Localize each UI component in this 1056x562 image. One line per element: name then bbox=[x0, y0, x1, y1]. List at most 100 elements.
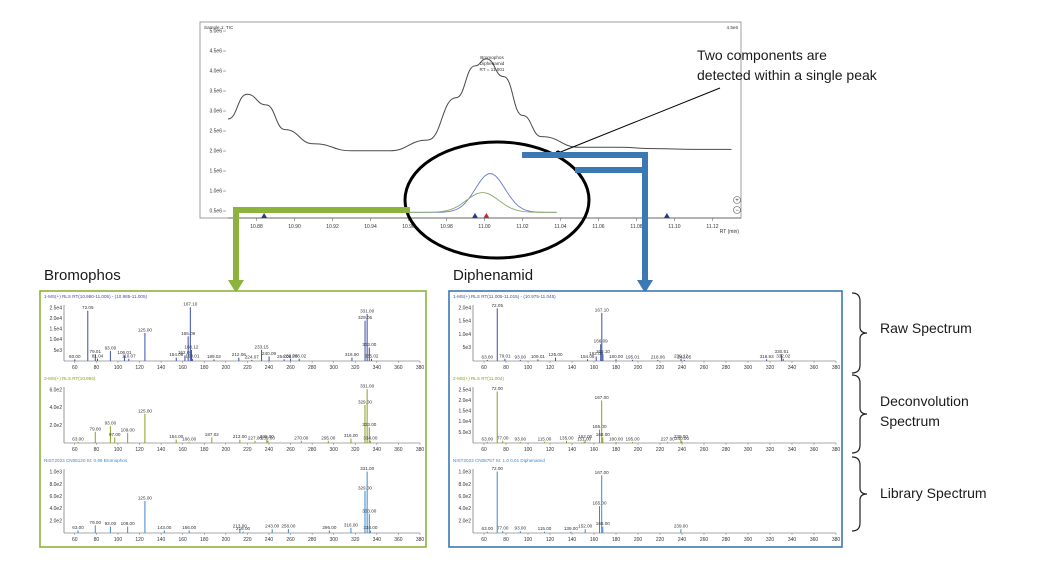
spectrum-x-tick: 300 bbox=[330, 447, 339, 453]
peak-label: 93.00 bbox=[105, 345, 117, 350]
peak-label: 72.00 bbox=[491, 386, 503, 391]
peak-label: 165.09 bbox=[181, 331, 195, 336]
peak-label: 316.90 bbox=[345, 352, 359, 357]
tic-x-tick: 10.96 bbox=[402, 224, 415, 230]
spectrum-y-tick: 4.0e2 bbox=[458, 506, 471, 512]
peak-label: 333.00 bbox=[362, 342, 376, 347]
spectrum-x-tick: 320 bbox=[351, 365, 360, 371]
peak-label: 109.00 bbox=[121, 427, 135, 432]
spectrum-x-tick: 220 bbox=[656, 537, 665, 543]
spectrum-x-tick: 340 bbox=[373, 365, 382, 371]
peak-label: 180.00 bbox=[609, 436, 623, 441]
brace-deconv bbox=[851, 374, 868, 454]
peak-annotation: RT = 11.001 bbox=[480, 67, 505, 72]
green-arrowhead bbox=[228, 280, 244, 293]
peak-label: 110.07 bbox=[122, 353, 136, 358]
peak-label: 239.00 bbox=[674, 434, 688, 439]
spectrum-x-tick: 320 bbox=[766, 537, 775, 543]
peak-label: 254.08 bbox=[277, 354, 291, 359]
spectrum-x-tick: 60 bbox=[72, 447, 78, 453]
marker-triangle bbox=[663, 213, 670, 218]
spectrum-x-tick: 220 bbox=[243, 447, 252, 453]
spectrum-x-tick: 220 bbox=[243, 365, 252, 371]
peak-label: 260.03 bbox=[284, 353, 298, 358]
spectrum-x-tick: 380 bbox=[416, 447, 425, 453]
spectrum-x-tick: 100 bbox=[114, 447, 123, 453]
spectrum-x-tick: 340 bbox=[788, 537, 797, 543]
highlight-ellipse bbox=[403, 140, 591, 260]
peak-label: 125.00 bbox=[138, 408, 152, 413]
zoom-out-glyph: − bbox=[735, 208, 739, 214]
tic-x-tick: 10.88 bbox=[250, 224, 263, 230]
spectrum-x-tick: 80 bbox=[503, 365, 509, 371]
peak-label: 143.00 bbox=[157, 525, 171, 530]
spectrum-x-tick: 380 bbox=[832, 447, 841, 453]
peak-label: 166.09 bbox=[594, 339, 608, 344]
spectrum-x-tick: 300 bbox=[330, 537, 339, 543]
spectrum-x-tick: 100 bbox=[524, 447, 533, 453]
spectrum-x-tick: 140 bbox=[157, 537, 166, 543]
spectrum-x-tick: 160 bbox=[178, 537, 187, 543]
peak-annotation: Bromophos bbox=[480, 55, 504, 60]
spectrum-x-tick: 260 bbox=[286, 447, 295, 453]
peak-label: 125.00 bbox=[138, 496, 152, 501]
peak-label: 106.01 bbox=[117, 350, 131, 355]
spectrum-x-tick: 240 bbox=[265, 365, 274, 371]
spectrum-x-tick: 140 bbox=[157, 447, 166, 453]
peak-label: 168.00 bbox=[596, 432, 610, 437]
peak-label: 187.02 bbox=[205, 432, 219, 437]
spectrum-x-tick: 360 bbox=[394, 447, 403, 453]
spectrum-x-tick: 300 bbox=[744, 447, 753, 453]
peak-label: 233.15 bbox=[255, 344, 269, 349]
spectrum-x-tick: 60 bbox=[481, 537, 487, 543]
spectrum-x-tick: 80 bbox=[503, 447, 509, 453]
peak-label: 213.00 bbox=[233, 524, 247, 529]
spectrum-x-tick: 80 bbox=[94, 447, 100, 453]
spectrum-x-tick: 260 bbox=[700, 447, 709, 453]
peak-label: 77.00 bbox=[497, 435, 509, 440]
peak-label: 268.02 bbox=[292, 353, 306, 358]
peak-label: 239.00 bbox=[674, 524, 688, 529]
spectrum-y-tick: 2.0e4 bbox=[49, 316, 62, 322]
peak-label: 81.04 bbox=[92, 353, 104, 358]
spectrum-x-tick: 340 bbox=[373, 447, 382, 453]
spectrum-y-tick: 1.5e4 bbox=[458, 319, 471, 325]
peak-label: 162.09 bbox=[178, 350, 192, 355]
spectrum-y-tick: 6.0e2 bbox=[49, 494, 62, 500]
spectrum-x-tick: 280 bbox=[308, 365, 317, 371]
zoom-in-glyph: + bbox=[735, 198, 739, 204]
peak-label: 216.00 bbox=[236, 526, 250, 531]
spectrum-x-tick: 140 bbox=[568, 537, 577, 543]
spectrum-x-tick: 200 bbox=[634, 447, 643, 453]
peak-label: 240.09 bbox=[262, 351, 276, 356]
spectrum-x-tick: 120 bbox=[546, 447, 555, 453]
callout-text: detected within a single peak bbox=[697, 67, 878, 83]
spectrum-y-tick: 1.5e4 bbox=[458, 409, 471, 415]
spectrum-x-tick: 360 bbox=[810, 365, 819, 371]
tic-x-tick: 11.08 bbox=[630, 224, 642, 230]
row-label-library: Library Spectrum bbox=[880, 485, 987, 501]
peak-label: 79.00 bbox=[90, 520, 102, 525]
spectrum-x-tick: 100 bbox=[524, 365, 533, 371]
blue-arrowhead bbox=[637, 280, 653, 293]
peak-label: 72.05 bbox=[492, 303, 504, 308]
spectrum-x-tick: 360 bbox=[394, 537, 403, 543]
peak-label: 72.05 bbox=[82, 305, 94, 310]
row-label-deconv: Deconvolution bbox=[880, 393, 969, 409]
tic-x-tick: 11.06 bbox=[592, 224, 604, 230]
spectrum-x-tick: 100 bbox=[114, 537, 123, 543]
peak-label: 93.00 bbox=[515, 354, 527, 359]
row-label-deconv-2: Spectrum bbox=[880, 413, 940, 429]
peak-label: 167.00 bbox=[595, 395, 609, 400]
spectrum-y-tick: 2.0e2 bbox=[458, 518, 471, 524]
tic-frame bbox=[199, 21, 742, 219]
blue-connector bbox=[522, 152, 648, 283]
diphenamid-raw-spectrum: 1-MS(+) RLS RT(11.005-11.015) - (10.975-… bbox=[453, 294, 840, 371]
zoom-in-icon bbox=[733, 196, 741, 204]
spectrum-x-tick: 160 bbox=[590, 365, 599, 371]
spectrum-x-tick: 140 bbox=[568, 447, 577, 453]
peak-label: 154.06 bbox=[169, 352, 183, 357]
tic-x-tick: 10.90 bbox=[288, 224, 301, 230]
spectrum-x-tick: 380 bbox=[416, 365, 425, 371]
diphenamid-label: Diphenamid bbox=[453, 267, 533, 284]
